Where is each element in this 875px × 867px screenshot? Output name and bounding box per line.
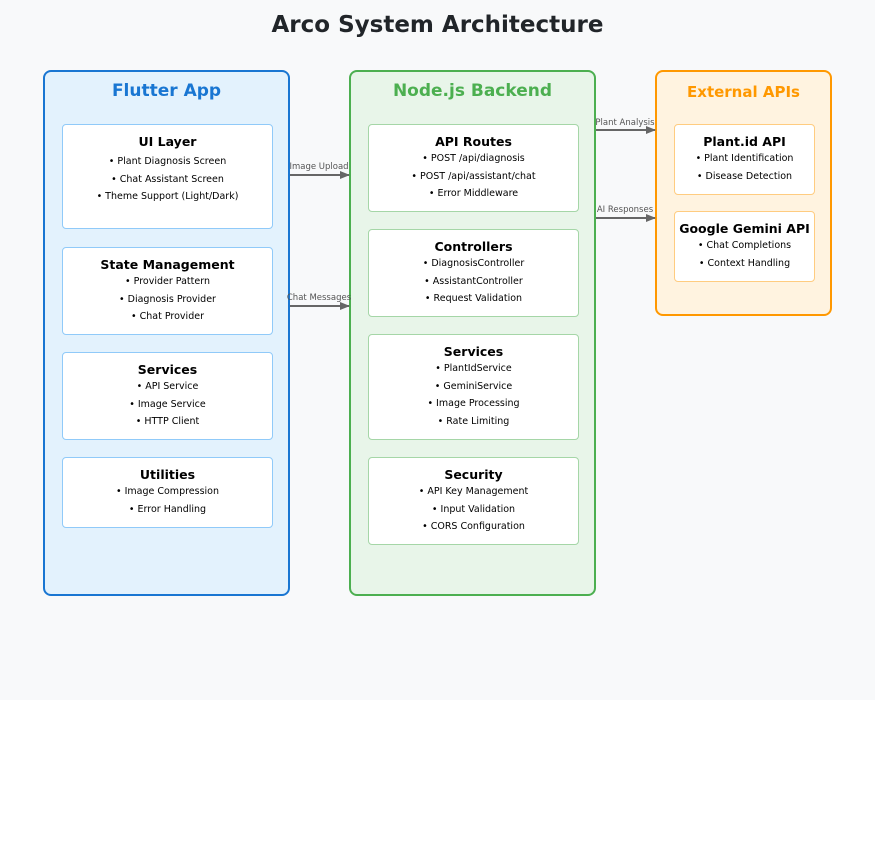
- box-item: • Diagnosis Provider: [119, 293, 216, 305]
- external-apis-column: External APIs Plant.id API • Plant Ident…: [655, 70, 832, 316]
- box-title: Controllers: [434, 239, 513, 254]
- box-item: • PlantIdService: [435, 363, 512, 374]
- box-item: • Context Handling: [698, 257, 791, 269]
- box-item: • Image Processing: [427, 398, 520, 409]
- arrow-label-chat-messages: Chat Messages: [286, 293, 352, 303]
- box-item: • Provider Pattern: [125, 276, 210, 287]
- box-item: • Input Validation: [431, 503, 516, 515]
- box-item: • HTTP Client: [135, 416, 200, 427]
- box-item: • API Service: [136, 381, 199, 392]
- box-item: • Theme Support (Light/Dark): [96, 191, 239, 202]
- box-item: • Disease Detection: [696, 170, 793, 182]
- box-item: • POST /api/assistant/chat: [411, 170, 536, 182]
- box-title: Services: [443, 344, 504, 359]
- box-title: Utilities: [139, 467, 196, 482]
- gemini-api-box: Google Gemini API • Chat Completions • C…: [674, 211, 815, 282]
- box-title: API Routes: [435, 134, 512, 149]
- box-item: • DiagnosisController: [422, 258, 525, 269]
- box-item: • API Key Management: [418, 486, 529, 497]
- api-routes-box: API Routes • POST /api/diagnosis • POST …: [368, 124, 579, 212]
- box-item: • Plant Diagnosis Screen: [108, 156, 227, 167]
- box-item: • GeminiService: [434, 380, 513, 392]
- box-item: • Chat Provider: [131, 311, 204, 322]
- box-title: Services: [137, 362, 198, 377]
- utilities-box: Utilities • Image Compression • Error Ha…: [62, 457, 273, 528]
- backend-services-box: Services • PlantIdService • GeminiServic…: [368, 334, 579, 440]
- box-title: UI Layer: [138, 134, 197, 149]
- connection-arrows: [290, 126, 656, 310]
- flutter-services-box: Services • API Service • Image Service •…: [62, 352, 273, 440]
- controllers-box: Controllers • DiagnosisController • Assi…: [368, 229, 579, 317]
- box-item: • CORS Configuration: [422, 521, 525, 532]
- box-item: • Chat Assistant Screen: [111, 173, 224, 185]
- box-item: • Image Compression: [115, 486, 220, 497]
- arrow-label-image-upload: Image Upload: [289, 162, 349, 172]
- security-box: Security • API Key Management • Input Va…: [368, 457, 579, 545]
- nodejs-backend-column: Node.js Backend API Routes • POST /api/d…: [349, 70, 596, 596]
- box-item: • Rate Limiting: [437, 415, 510, 427]
- column-title-flutter: Flutter App: [111, 81, 222, 101]
- arrow-label-plant-analysis: Plant Analysis: [595, 118, 655, 128]
- ui-layer-box: UI Layer • Plant Diagnosis Screen • Chat…: [62, 124, 273, 229]
- plant-id-api-box: Plant.id API • Plant Identification • Di…: [674, 124, 815, 195]
- state-management-box: State Management • Provider Pattern • Di…: [62, 247, 273, 335]
- box-title: State Management: [100, 257, 235, 272]
- diagram-canvas: Arco System Architecture Flutter App UI …: [43, 12, 832, 596]
- box-item: • Error Middleware: [428, 188, 519, 199]
- box-item: • Error Handling: [128, 503, 207, 515]
- column-title-external: External APIs: [687, 83, 800, 101]
- arrow-label-ai-responses: AI Responses: [596, 205, 654, 215]
- box-title: Security: [444, 467, 503, 482]
- box-item: • Plant Identification: [695, 153, 794, 164]
- box-item: • AssistantController: [424, 275, 523, 287]
- box-item: • POST /api/diagnosis: [422, 153, 525, 164]
- flutter-app-column: Flutter App UI Layer • Plant Diagnosis S…: [43, 70, 290, 596]
- box-item: • Request Validation: [424, 293, 523, 304]
- box-title: Google Gemini API: [679, 221, 810, 236]
- box-item: • Chat Completions: [697, 240, 792, 251]
- box-title: Plant.id API: [703, 134, 786, 149]
- diagram-title: Arco System Architecture: [271, 12, 604, 38]
- box-item: • Image Service: [129, 398, 206, 410]
- column-title-node: Node.js Backend: [392, 81, 553, 101]
